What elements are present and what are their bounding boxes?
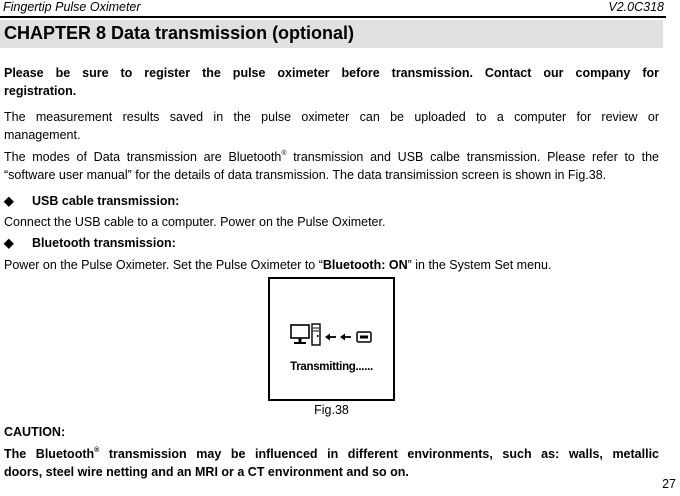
- bluetooth-section-title: Bluetooth transmission:: [32, 236, 176, 250]
- modes-text-a: The modes of Data transmission are Bluet…: [4, 150, 282, 164]
- usb-section-heading: ◆ USB cable transmission:: [4, 193, 179, 208]
- page-header: Fingertip Pulse Oximeter V2.0C318: [0, 0, 666, 18]
- modes-paragraph-line2: “software user manual” for the details o…: [4, 168, 607, 182]
- results-paragraph-line1: The measurement results saved in the pul…: [4, 110, 659, 124]
- caution-text-b: transmission may be influenced in differ…: [99, 447, 659, 461]
- caution-line1: The Bluetooth® transmission may be influ…: [4, 445, 659, 463]
- pc-tower-icon: [311, 323, 321, 346]
- page-number: 27: [662, 477, 676, 491]
- caution-text-a: The Bluetooth: [4, 447, 95, 461]
- computer-monitor-icon: [290, 324, 310, 344]
- arrow-left-icon: [340, 333, 351, 341]
- usb-section-title: USB cable transmission:: [32, 194, 180, 208]
- bluetooth-on-setting: Bluetooth: ON: [322, 258, 408, 272]
- register-notice-line2: registration.: [4, 84, 77, 98]
- document-version: V2.0C318: [608, 0, 664, 14]
- caution-title: CAUTION:: [4, 425, 66, 439]
- bluetooth-body-a: Power on the Pulse Oximeter. Set the Pul…: [4, 258, 323, 272]
- register-notice-line1: Please be sure to register the pulse oxi…: [4, 66, 659, 80]
- diamond-bullet-icon: ◆: [4, 194, 14, 208]
- figure-38-screen: Transmitting......: [268, 277, 395, 401]
- document-title: Fingertip Pulse Oximeter: [3, 0, 141, 14]
- registered-mark: ®: [281, 150, 287, 157]
- bluetooth-section-heading: ◆ Bluetooth transmission:: [4, 235, 176, 250]
- bluetooth-body-b: ” in the System Set menu.: [407, 258, 552, 272]
- figure-caption: Fig.38: [314, 403, 349, 417]
- diamond-bullet-icon: ◆: [4, 236, 14, 250]
- transmitting-status: Transmitting......: [290, 361, 373, 373]
- chapter-title: CHAPTER 8 Data transmission (optional): [4, 23, 355, 43]
- modes-paragraph-line1: The modes of Data transmission are Bluet…: [4, 148, 659, 166]
- arrow-left-icon: [325, 333, 336, 341]
- usb-section-body: Connect the USB cable to a computer. Pow…: [4, 215, 386, 229]
- device-icon: [356, 331, 372, 343]
- transmission-icons: [290, 323, 372, 346]
- modes-text-b: transmission and USB calbe transmission.…: [286, 150, 659, 164]
- chapter-banner: CHAPTER 8 Data transmission (optional): [0, 20, 663, 48]
- results-paragraph-line2: management.: [4, 128, 81, 142]
- bluetooth-section-body: Power on the Pulse Oximeter. Set the Pul…: [4, 256, 659, 274]
- caution-line2: doors, steel wire netting and an MRI or …: [4, 465, 409, 479]
- registered-mark: ®: [94, 447, 100, 454]
